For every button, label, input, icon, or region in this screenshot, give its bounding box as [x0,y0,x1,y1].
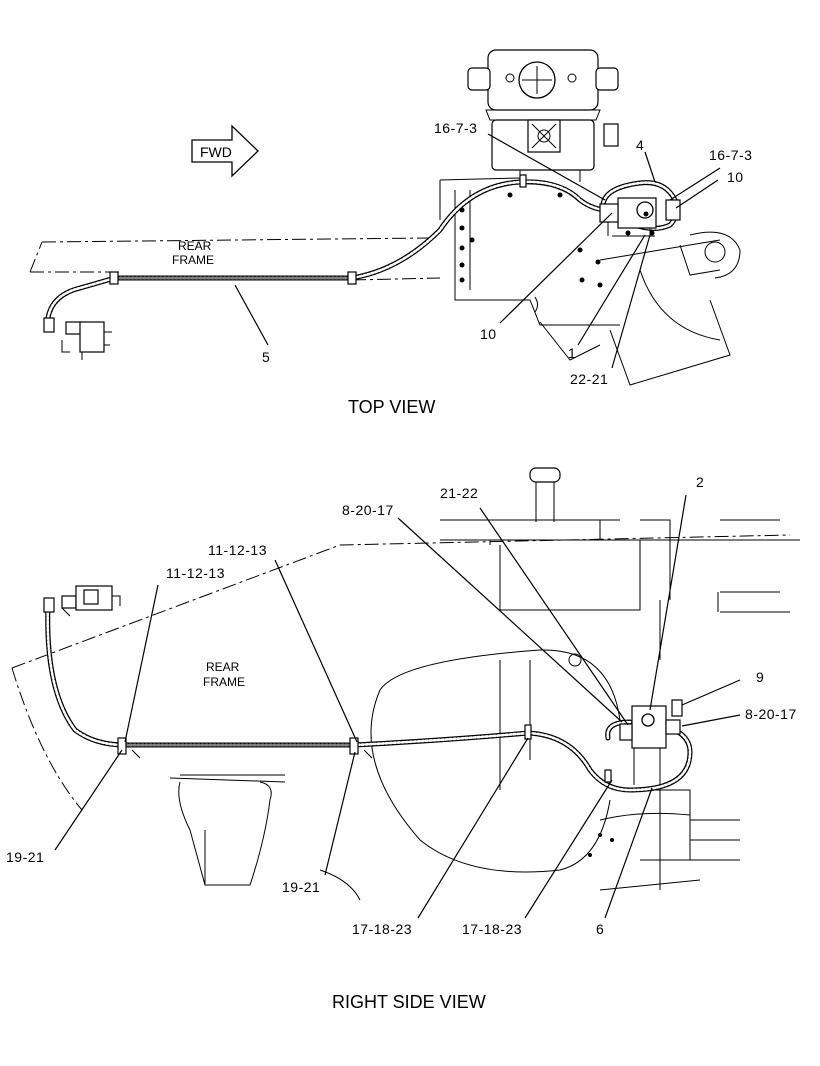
top-rear-frame-outline [29,237,441,281]
callout-10-bottom: 10 [480,326,497,342]
callout-16-7-3-right: 16-7-3 [709,147,752,163]
callout-16-7-3-left: 16-7-3 [434,120,477,136]
side-frame-label-line1: REAR [206,660,240,674]
top-frame-label-line1: REAR [178,239,212,253]
fwd-arrow: FWD [191,124,259,178]
callout-1: 1 [568,345,576,361]
side-rear-frame-outline [11,534,791,811]
callout-8-20-17-left: 8-20-17 [342,502,394,518]
top-rear-valve [43,317,112,360]
top-frame-label-line2: FRAME [172,253,214,267]
callout-11-12-13-lower: 11-12-13 [166,565,225,581]
top-hose-5 [45,174,628,321]
callout-5: 5 [262,349,270,365]
callout-19-21-right: 19-21 [282,879,320,895]
side-rear-valve [43,585,121,617]
callout-9: 9 [756,669,764,685]
callout-19-21-left: 19-21 [6,849,44,865]
callout-21-22: 21-22 [440,485,478,501]
top-leaders [234,133,721,369]
top-view: FWD REAR FRAME [29,49,752,417]
top-frame-plate [439,177,741,386]
side-hose [45,602,693,793]
callout-11-12-13-upper: 11-12-13 [208,542,267,558]
side-leaders [54,494,741,919]
fwd-label: FWD [200,144,232,160]
callout-2: 2 [696,474,704,490]
side-valve-block [605,699,683,785]
side-view-title: RIGHT SIDE VIEW [332,992,486,1012]
callout-6: 6 [596,921,604,937]
top-view-title: TOP VIEW [348,397,435,417]
side-upper-structure [440,467,800,660]
side-frame-body [169,649,740,901]
callout-4: 4 [636,137,644,153]
callout-22-21: 22-21 [570,371,608,387]
callout-17-18-23-left: 17-18-23 [352,921,412,937]
top-valve-block [599,180,681,237]
side-view: REAR FRAME [6,467,800,1012]
top-tank-assembly [467,49,619,182]
callout-8-20-17-right: 8-20-17 [745,706,797,722]
side-frame-label-line2: FRAME [203,675,245,689]
callout-10-top: 10 [727,169,744,185]
callout-17-18-23-right: 17-18-23 [462,921,522,937]
